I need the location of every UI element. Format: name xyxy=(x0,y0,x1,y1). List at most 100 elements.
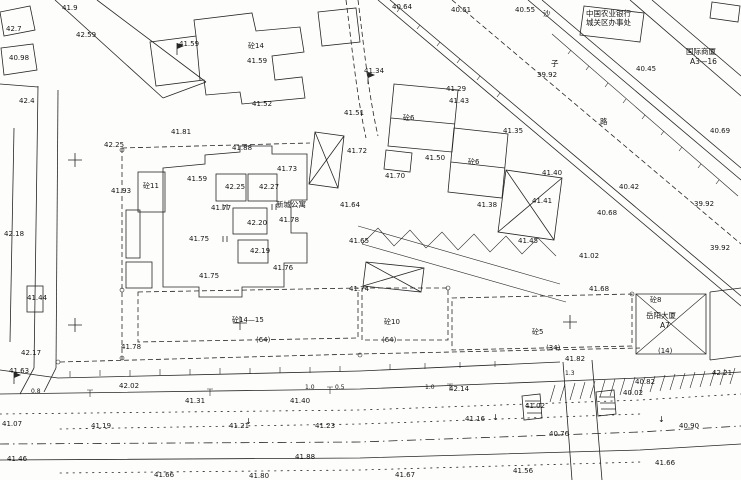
elev-label: 42.19 xyxy=(250,247,270,255)
elev-label: 41.02 xyxy=(525,402,545,410)
elev-label: 41.35 xyxy=(503,127,523,135)
building-topcenter xyxy=(149,7,361,105)
bldg-label: (64) xyxy=(256,336,271,344)
elev-label: 40.76 xyxy=(549,430,570,438)
elev-label: 42.27 xyxy=(259,183,279,191)
dim-label: 0.5 xyxy=(335,384,345,391)
elev-label: 41.65 xyxy=(349,237,369,245)
elev-label: 41.73 xyxy=(277,165,297,173)
elev-label: 42.02 xyxy=(119,382,139,390)
elev-label: 42.4 xyxy=(19,97,35,105)
elev-label: 41.59 xyxy=(187,175,207,183)
elev-label: 41.07 xyxy=(2,420,22,428)
bldg-label: 砼6 xyxy=(468,157,480,166)
elev-label: 42.59 xyxy=(76,31,96,39)
elev-label: 41.63 xyxy=(9,367,29,375)
elev-label: 41.21 xyxy=(229,422,249,430)
central-compound xyxy=(125,145,308,298)
sym-label: ↓ xyxy=(245,417,252,426)
bldg-label: 砼10 xyxy=(384,317,400,326)
elev-label: 42.20 xyxy=(247,219,267,227)
bldg-label: 砼6 xyxy=(403,113,415,122)
survey-flags xyxy=(13,43,375,384)
elev-label: 41.51 xyxy=(344,109,364,117)
elev-label: 41.67 xyxy=(395,471,415,479)
elev-label: 41.93 xyxy=(111,187,131,195)
elev-label: 41.78 xyxy=(279,216,299,224)
elev-label: 42.7 xyxy=(6,25,22,33)
bldg-label: 砼5 xyxy=(532,327,543,336)
elev-label: 41.29 xyxy=(446,85,466,93)
elev-label: 40.61 xyxy=(451,6,471,14)
elev-label: 41.23 xyxy=(315,422,335,430)
elev-label: 41.77 xyxy=(211,204,231,212)
elev-label: 41.56 xyxy=(513,467,534,475)
elev-label: 41.78 xyxy=(121,343,141,351)
text-label: 路 xyxy=(600,116,608,126)
southeast-buildings xyxy=(635,287,741,361)
bldg-label: (14) xyxy=(658,347,673,355)
elev-label: 41.9 xyxy=(62,4,78,12)
elev-label: 42.14 xyxy=(449,385,470,393)
elev-label: 41.75 xyxy=(199,272,219,280)
sym-label: ↓ xyxy=(658,415,665,424)
elev-label: 41.40 xyxy=(290,397,310,405)
bldg-label: 砼8 xyxy=(650,295,661,304)
elev-label: 41.64 xyxy=(340,201,361,209)
alignment-dashed-lines xyxy=(345,0,379,139)
elev-label: 40.55 xyxy=(515,6,535,14)
elev-label: 41.66 xyxy=(655,459,676,467)
elev-label: 41.19 xyxy=(91,422,111,430)
elev-label: 42.21 xyxy=(712,369,732,377)
elev-label: 41.41 xyxy=(532,197,552,205)
elev-label: 41.74 xyxy=(349,285,370,293)
elev-label: 42.17 xyxy=(21,349,41,357)
elev-label: 40.82 xyxy=(635,378,655,386)
elev-label: 40.68 xyxy=(597,209,617,217)
lane-topleft xyxy=(54,0,207,99)
bldg-label: 砼11 xyxy=(143,181,159,190)
left-road xyxy=(19,85,59,395)
text-label: A3—16 xyxy=(690,57,717,66)
bottom-roads xyxy=(0,359,741,480)
elev-label: 41.52 xyxy=(252,100,272,108)
elev-label: 41.46 xyxy=(7,455,28,463)
bldg-label: 砼14 xyxy=(248,41,264,50)
elev-label: 41.88 xyxy=(232,144,252,152)
text-label: 子 xyxy=(551,59,559,68)
elev-label: 41.45 xyxy=(518,237,538,245)
elev-label: 41.59 xyxy=(179,40,199,48)
dim-label: 0.8 xyxy=(31,388,41,395)
elev-label: 41.59 xyxy=(247,57,267,65)
elev-label: 41.81 xyxy=(171,128,191,136)
elev-label: 41.80 xyxy=(249,472,269,480)
bldg-label: (64) xyxy=(382,336,397,344)
grid-crosses xyxy=(68,153,577,332)
elev-label: 41.44 xyxy=(27,294,48,302)
text-label: 岳阳大厦 xyxy=(646,310,676,320)
text-label: 新城公寓 xyxy=(276,199,306,209)
elev-label: 41.66 xyxy=(154,471,175,479)
text-label: 中国农业银行 xyxy=(586,8,631,18)
dim-label: 1.0 xyxy=(425,384,435,391)
elev-label: 41.88 xyxy=(295,453,315,461)
bldg-label: 砼14—15 xyxy=(232,315,264,324)
elev-label: 41.70 xyxy=(385,172,405,180)
elev-label: 42.18 xyxy=(4,230,24,238)
elev-label: 40.45 xyxy=(636,65,656,73)
elev-label: 40.69 xyxy=(710,127,730,135)
elev-label: 41.16 xyxy=(465,415,486,423)
elev-label: 41.68 xyxy=(589,285,609,293)
retaining-wall-zigzag xyxy=(357,225,567,303)
elev-label: 41.34 xyxy=(364,67,385,75)
text-label: 城关区办事处 xyxy=(586,17,631,27)
elev-label: 41.31 xyxy=(185,397,205,405)
boundary-markers xyxy=(55,147,635,365)
elev-label: 41.02 xyxy=(579,252,599,260)
elev-label: 41.76 xyxy=(273,264,294,272)
diagonal-road xyxy=(377,0,741,307)
construction-buildings xyxy=(308,83,563,293)
bldg-label: (34) xyxy=(546,344,561,352)
